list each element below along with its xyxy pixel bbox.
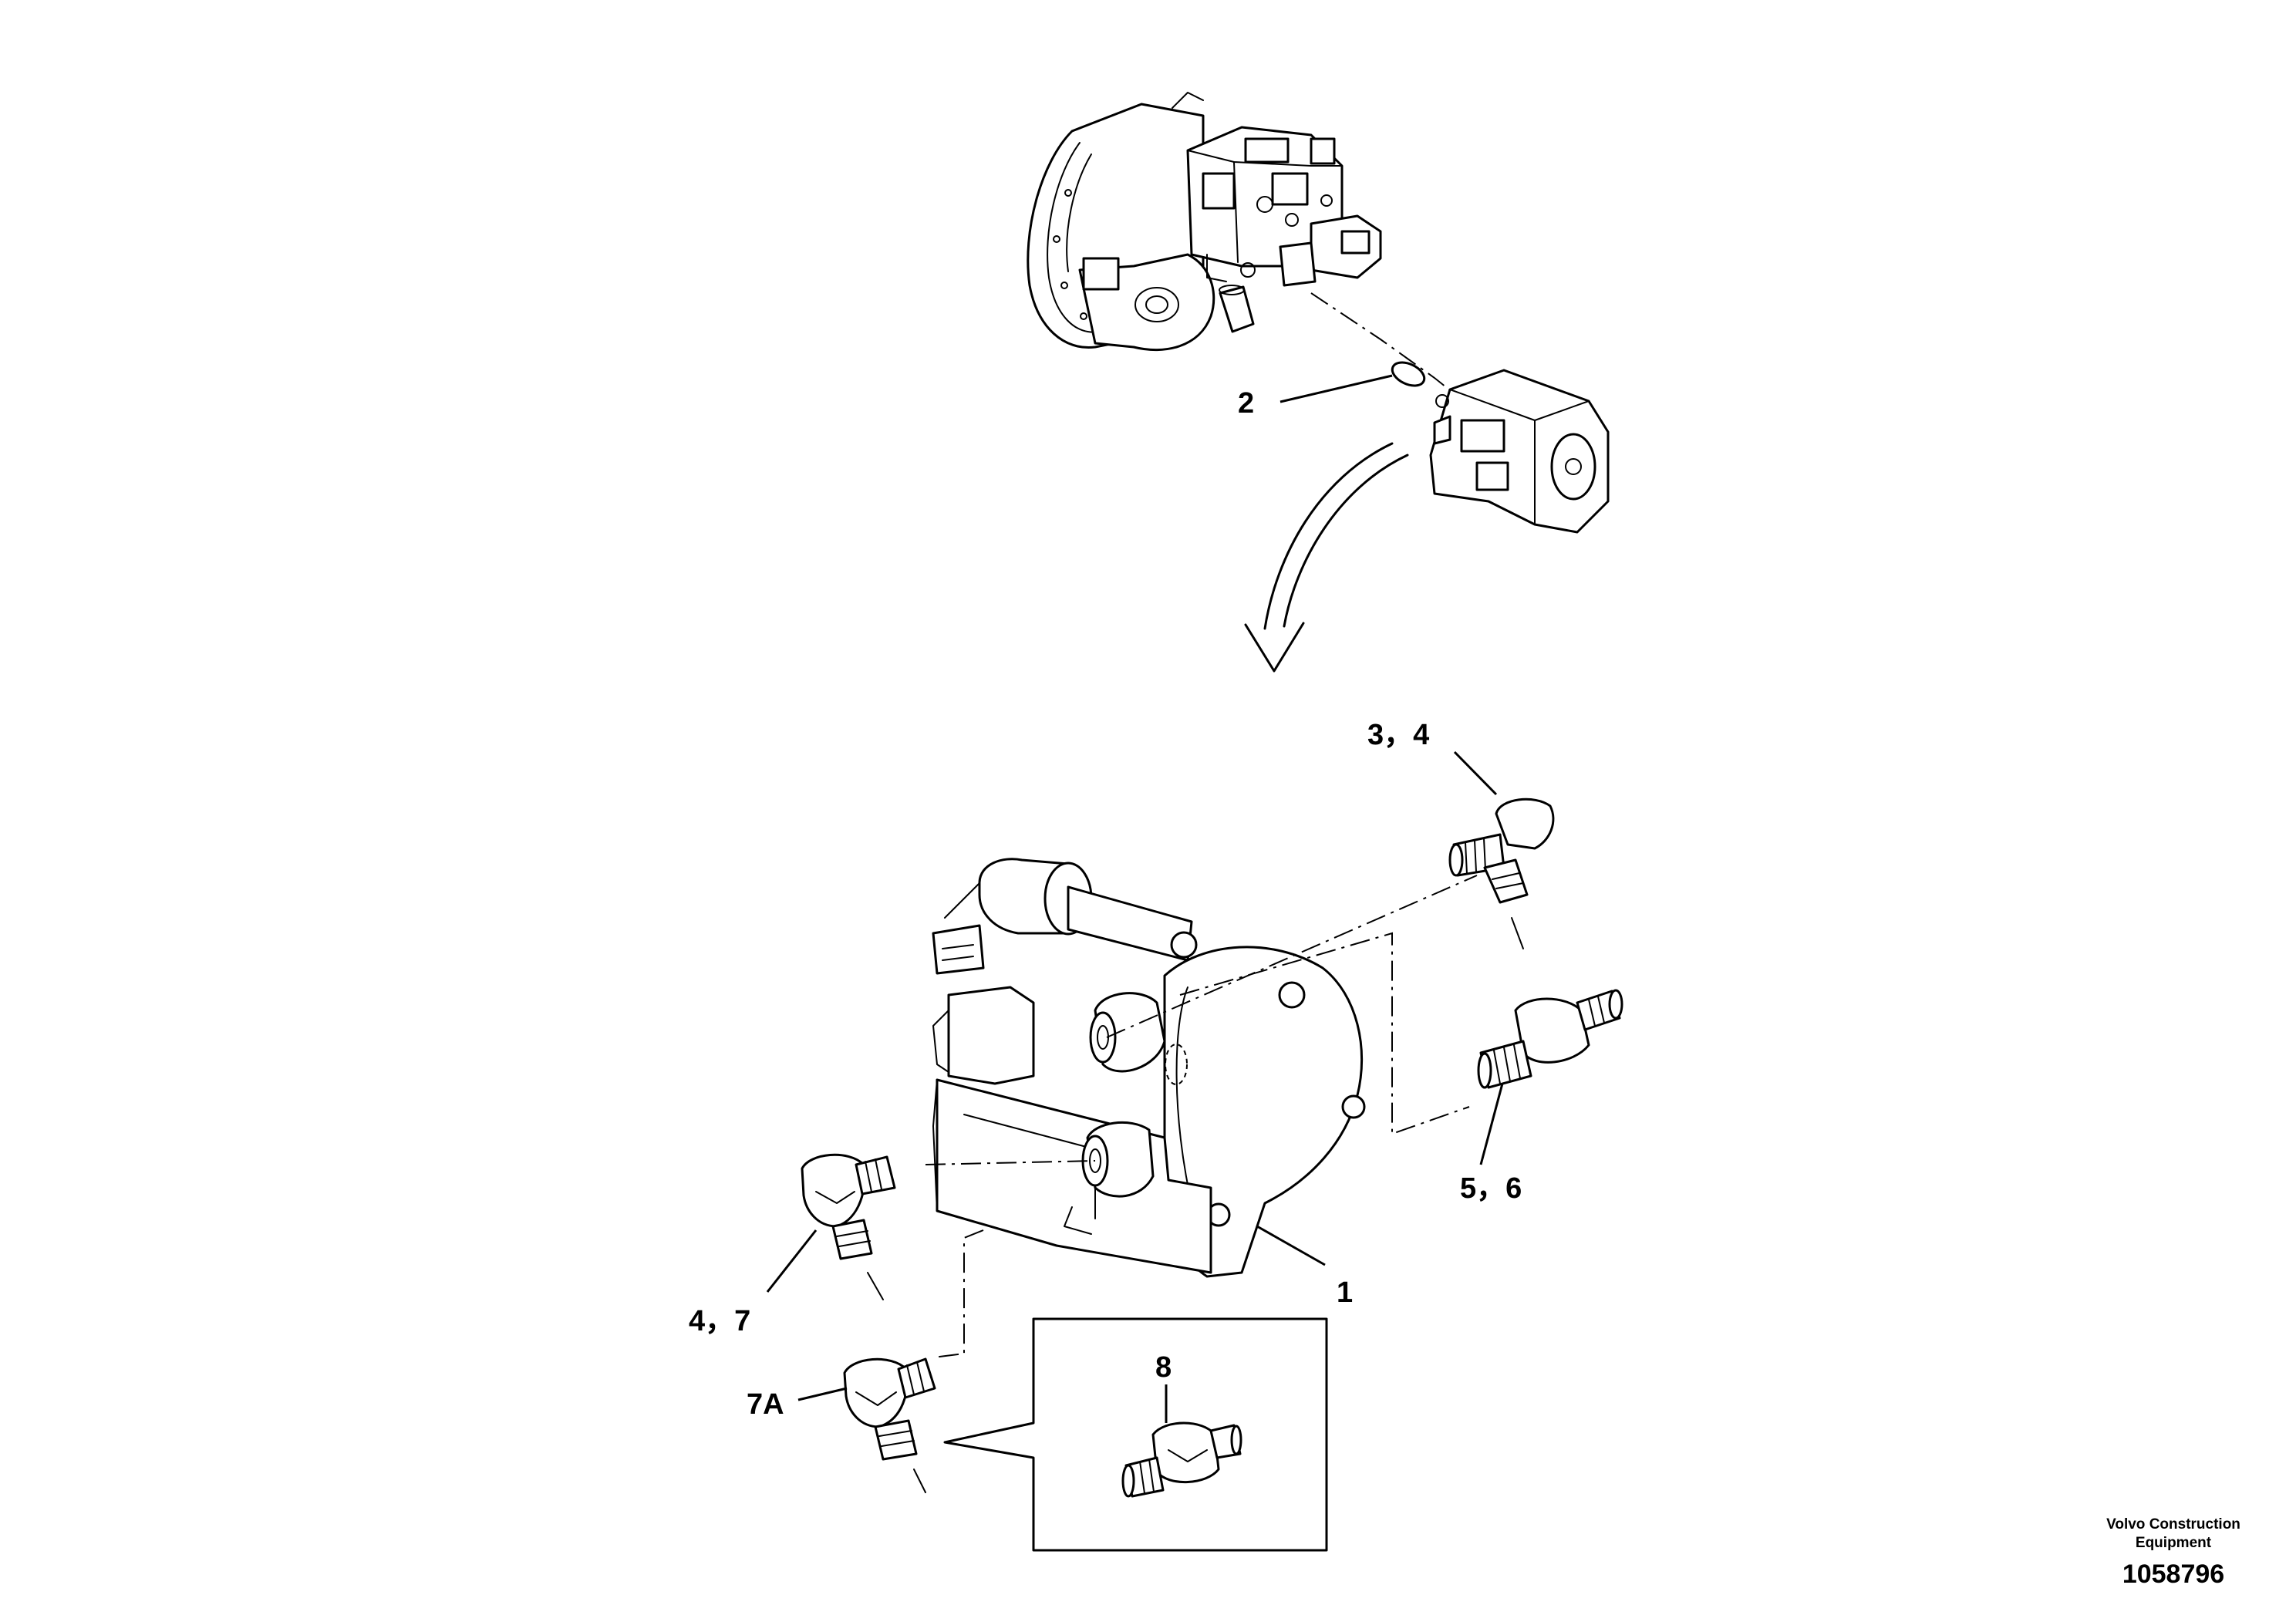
callout-1: 1 (1337, 1276, 1353, 1309)
fitting-3-4 (1448, 798, 1555, 949)
leader-5-6 (1479, 1083, 1504, 1165)
callout-8: 8 (1155, 1351, 1172, 1384)
regulator-unit-small (1429, 369, 1610, 534)
assembly-line-7a (932, 1229, 984, 1358)
leader-3-4 (1453, 750, 1498, 796)
o-ring (1391, 361, 1426, 387)
fitting-4-7 (801, 1153, 896, 1300)
regulator-body (932, 858, 1366, 1278)
leader-4-7 (766, 1229, 818, 1293)
callout-4-7: 4，7 (689, 1305, 750, 1337)
detail-inset-8 (943, 1317, 1328, 1552)
callout-5-6: 5，6 (1460, 1172, 1522, 1205)
callout-3-4: 3，4 (1367, 719, 1429, 751)
pump-assembly-drawing (1027, 92, 1382, 352)
brand-line-2: Equipment (2136, 1535, 2212, 1551)
document-number: 1058796 (2122, 1560, 2224, 1589)
callout-7a: 7A (747, 1388, 784, 1421)
assembly-line-56a (1179, 932, 1470, 1135)
assembly-line-34 (1106, 875, 1478, 1038)
leader-2 (1279, 374, 1393, 403)
leader-1 (1256, 1225, 1326, 1266)
fitting-5-6 (1477, 989, 1623, 1089)
leader-7a (797, 1387, 848, 1401)
detail-arrow (1244, 442, 1409, 673)
brand-line-1: Volvo Construction (2106, 1516, 2240, 1533)
assembly-line-47 (925, 1160, 1096, 1165)
assembly-link-line (1310, 292, 1455, 394)
fitting-7a (843, 1357, 936, 1493)
callout-2: 2 (1238, 387, 1254, 420)
